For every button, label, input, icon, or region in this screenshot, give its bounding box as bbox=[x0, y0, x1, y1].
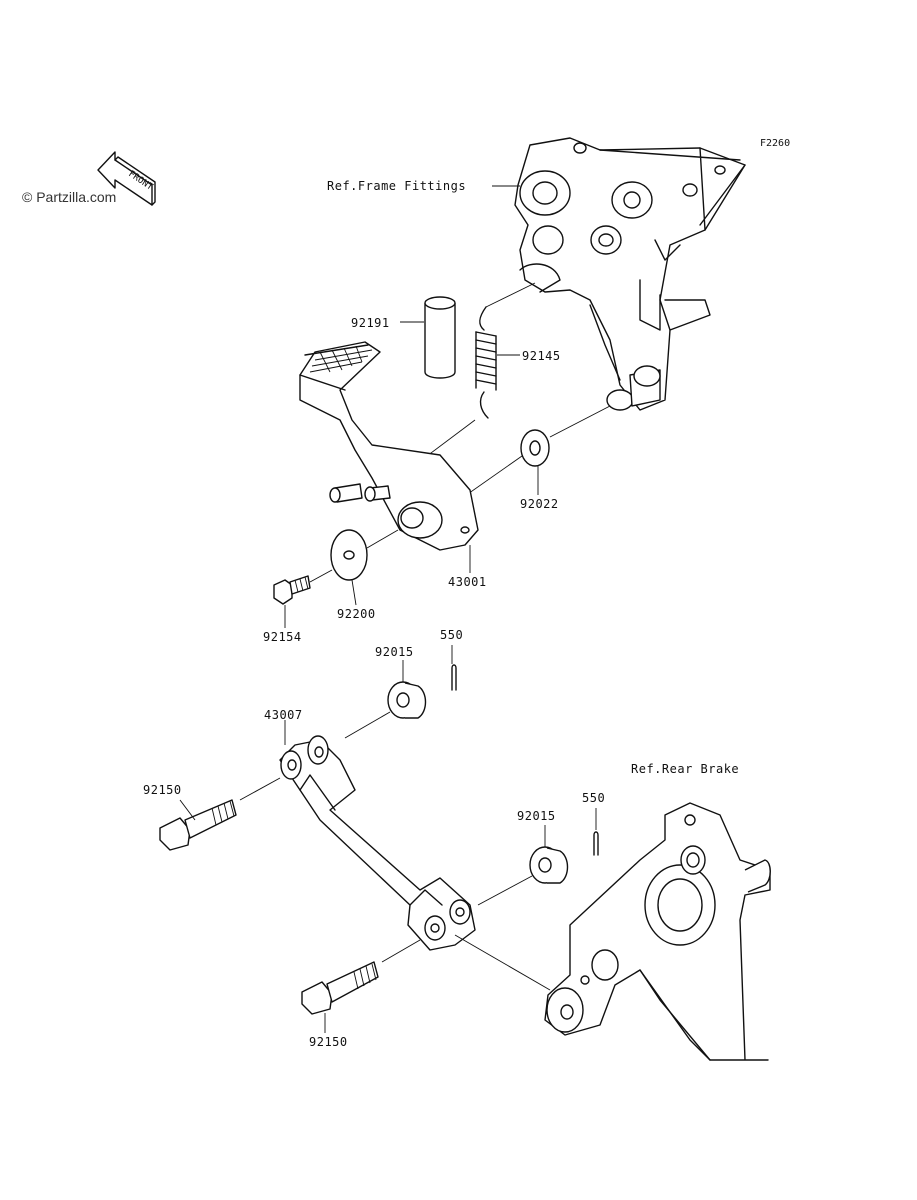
collar-92015-lower-part bbox=[529, 846, 569, 884]
bolt-92150-upper-part bbox=[159, 799, 237, 851]
watermark-text: © Partzilla.com bbox=[22, 189, 117, 205]
bolt-92150-lower-part bbox=[301, 961, 379, 1015]
leader-92022-right bbox=[549, 405, 611, 438]
washer-92022-part bbox=[520, 429, 550, 467]
leader-92015-lower-left bbox=[477, 875, 533, 906]
frame-fittings-part bbox=[514, 137, 746, 411]
cotter-pin-550-upper-part bbox=[451, 664, 457, 691]
label-92150-lower: 92150 bbox=[309, 1035, 348, 1049]
label-550-lower: 550 bbox=[582, 791, 606, 805]
label-92191: 92191 bbox=[351, 316, 390, 330]
collar-92015-upper-part bbox=[387, 681, 427, 719]
label-92200: 92200 bbox=[337, 607, 376, 621]
label-ref-rear-brake: Ref.Rear Brake bbox=[631, 762, 740, 776]
label-92154: 92154 bbox=[263, 630, 302, 644]
leader-spring-top bbox=[485, 282, 536, 308]
bushing-92191-part bbox=[424, 296, 456, 379]
label-43001: 43001 bbox=[448, 575, 487, 589]
label-ref-frame-fittings: Ref.Frame Fittings bbox=[327, 179, 467, 193]
bolt-92154-part bbox=[273, 575, 311, 605]
leader-92150-upper-right bbox=[239, 777, 281, 801]
leader-rod-to-brake bbox=[454, 934, 551, 991]
label-550-upper: 550 bbox=[440, 628, 464, 642]
leader-92200 bbox=[351, 579, 357, 606]
leader-92150-lower-right bbox=[381, 939, 421, 963]
label-92145: 92145 bbox=[522, 349, 561, 363]
brake-pedal-43001-part bbox=[299, 341, 479, 551]
label-92022: 92022 bbox=[520, 497, 559, 511]
leader-92200-left bbox=[309, 569, 333, 583]
leader-92150-upper bbox=[179, 799, 196, 821]
label-43007: 43007 bbox=[264, 708, 303, 722]
label-92015-upper: 92015 bbox=[375, 645, 414, 659]
rod-43007-part bbox=[279, 735, 476, 951]
washer-92200-part bbox=[330, 529, 368, 581]
label-92150-upper: 92150 bbox=[143, 783, 182, 797]
rear-brake-lever-part bbox=[544, 802, 771, 1061]
leader-92200-right bbox=[366, 529, 399, 549]
label-92015-lower: 92015 bbox=[517, 809, 556, 823]
cotter-pin-550-lower-part bbox=[593, 831, 599, 856]
figure-code: F2260 bbox=[760, 138, 791, 149]
leader-92015-upper-left bbox=[344, 711, 391, 739]
spring-92145-part bbox=[475, 306, 497, 419]
